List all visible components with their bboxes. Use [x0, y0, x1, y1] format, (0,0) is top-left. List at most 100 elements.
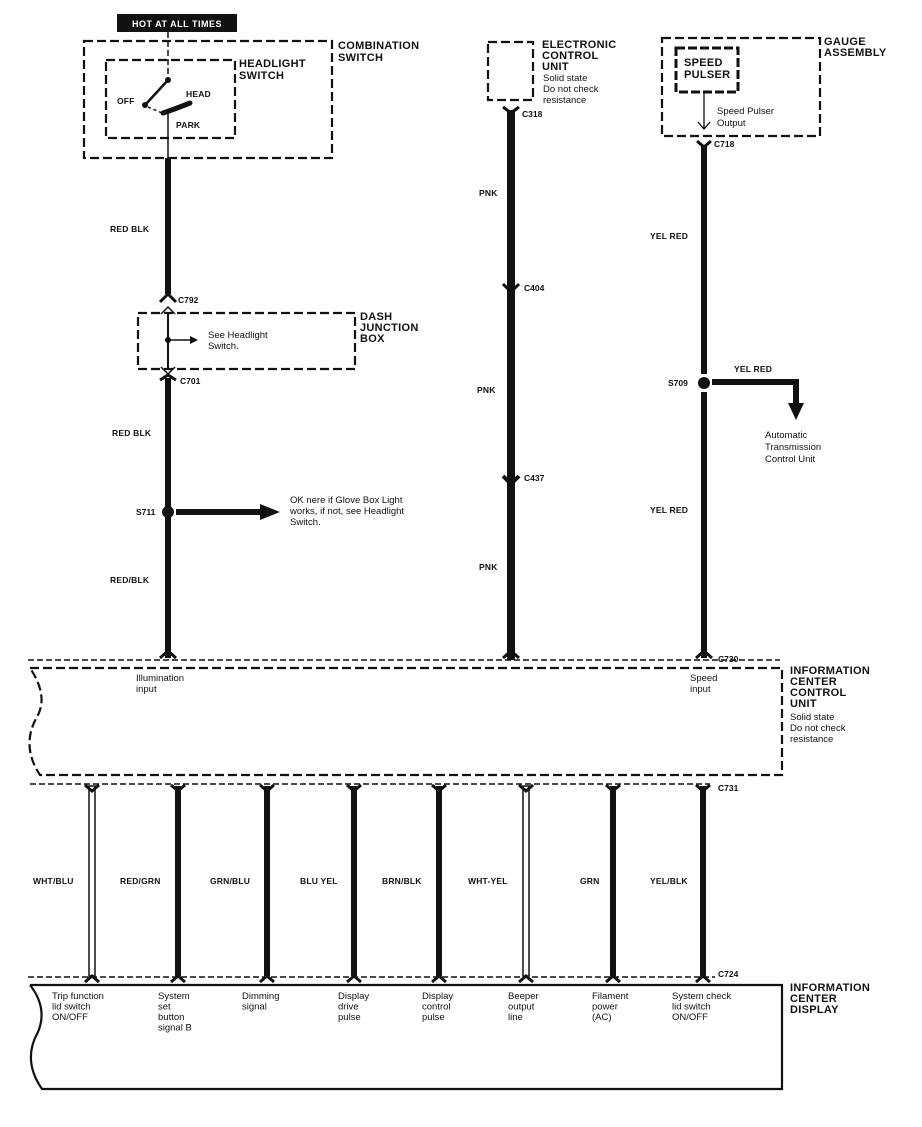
speed-pulser-output: Speed Pulser — [717, 106, 774, 117]
connector-label-c731: C731 — [718, 783, 739, 793]
wire-red-blk — [165, 158, 171, 658]
display-function-label: drive — [338, 1002, 359, 1013]
display-function-label: power — [592, 1002, 618, 1013]
switch-blade — [145, 79, 169, 105]
ecu-note-3: resistance — [543, 95, 586, 106]
connector-label-c318: C318 — [522, 109, 543, 119]
display-function-label: Display — [422, 991, 453, 1002]
display-function-label: Dimming — [242, 991, 279, 1002]
connector-label-c724: C724 — [718, 969, 739, 979]
display-function-label: signal — [242, 1002, 267, 1013]
atcu-label: Automatic — [765, 430, 807, 441]
gauge-assembly: GAUGE ASSEMBLY — [660, 36, 887, 138]
connector-terminal — [518, 783, 534, 793]
s711-note: OK nere if Glove Box Light — [290, 495, 403, 506]
display-function-label: pulse — [338, 1012, 361, 1023]
connector-terminal — [431, 783, 447, 793]
dash-junction-box: DASH JUNCTION BOX See Headlight Switch. — [136, 311, 418, 371]
head-park-contact — [160, 100, 193, 116]
connector-terminal — [259, 783, 275, 793]
dash-junction-note: See Headlight — [208, 330, 268, 341]
dash-junction-note-2: Switch. — [208, 341, 239, 352]
connector-label-c718: C718 — [714, 139, 735, 149]
display-function-label: Filament — [592, 991, 629, 1002]
icd-label-2: CENTER — [790, 993, 837, 1005]
connector-terminal — [518, 974, 534, 984]
display-function-label: pulse — [422, 1012, 445, 1023]
icd-label-3: DISPLAY — [790, 1004, 839, 1016]
wire-body — [610, 786, 616, 976]
automatic-transmission-control-unit: Automatic Transmission Control Unit — [765, 430, 821, 465]
wire-color-label: YEL/BLK — [650, 876, 688, 886]
connector-terminal — [346, 974, 362, 984]
combination-switch-label-2: SWITCH — [338, 52, 383, 64]
ecu-label-3: UNIT — [542, 61, 569, 73]
switch-pos-off: OFF — [117, 96, 135, 106]
atcu-label-3: Control Unit — [765, 454, 816, 465]
speed-input-label: Speed — [690, 673, 717, 684]
wire-label-pnk-1: PNK — [479, 188, 498, 198]
combination-switch-label: COMBINATION — [338, 40, 419, 52]
illumination-input-label: Illumination — [136, 673, 184, 684]
wire-color-label: RED/GRN — [120, 876, 161, 886]
display-function-label: line — [508, 1012, 523, 1023]
wire-pnk — [501, 105, 521, 660]
display-function-label: Trip function — [52, 991, 104, 1002]
display-function-label: button — [158, 1012, 184, 1023]
wire-label-red-blk-1: RED BLK — [110, 224, 150, 234]
connector-label-c792: C792 — [178, 295, 199, 305]
speed-pulser-label: SPEED — [684, 57, 723, 69]
wire-color-label: GRN — [580, 876, 600, 886]
iccu-note: Solid state — [790, 712, 834, 723]
info-center-control-unit: INFORMATION CENTER CONTROL UNIT Solid st… — [28, 649, 870, 785]
icd-label: INFORMATION — [790, 982, 870, 994]
splice-label-s709: S709 — [668, 378, 688, 388]
iccu-note-2: Do not check — [790, 723, 846, 734]
connector-terminal — [605, 974, 621, 984]
connector-terminal — [431, 974, 447, 984]
wire-label-pnk-2: PNK — [477, 385, 496, 395]
dash-junction-box-label: DASH — [360, 311, 392, 323]
ecu-label-2: CONTROL — [542, 50, 598, 62]
speed-pulser-label-2: PULSER — [684, 69, 730, 81]
connector-terminal — [84, 974, 100, 984]
display-function-label: Display — [338, 991, 369, 1002]
display-function-label: System check — [672, 991, 731, 1002]
electronic-control-unit: ELECTRONIC CONTROL UNIT Solid state Do n… — [486, 39, 616, 106]
connector-terminal — [605, 783, 621, 793]
connector-label-c730: C730 — [718, 654, 739, 664]
connector-terminal — [695, 783, 711, 793]
connector-c701: C701 — [159, 366, 201, 386]
power-banner: HOT AT ALL TIMES — [117, 14, 237, 32]
wire-color-label: WHT/BLU — [33, 876, 74, 886]
display-function-label: ON/OFF — [672, 1012, 708, 1023]
display-function-label: System — [158, 991, 190, 1002]
switch-pos-head: HEAD — [186, 89, 211, 99]
gauge-assembly-label: GAUGE — [824, 36, 866, 48]
splice-s711: S711 OK nere if Glove Box Light works, i… — [136, 495, 404, 528]
wire-body — [351, 786, 357, 976]
iccu-note-3: resistance — [790, 734, 833, 745]
wire-label-red-blk-3: RED/BLK — [110, 575, 150, 585]
wire-color-label: BRN/BLK — [382, 876, 422, 886]
wire-color-label: WHT-YEL — [468, 876, 508, 886]
connector-terminal — [170, 783, 186, 793]
wire-body — [700, 786, 706, 976]
connector-terminal — [84, 783, 100, 793]
connector-label-c701: C701 — [180, 376, 201, 386]
wire-label-s709-branch: YEL RED — [734, 364, 772, 374]
ecu-note: Solid state — [543, 73, 587, 84]
connector-terminal — [170, 974, 186, 984]
wire-body — [436, 786, 442, 976]
display-function-label: (AC) — [592, 1012, 612, 1023]
iccu-label-2: CENTER — [790, 676, 837, 688]
display-function-label: ON/OFF — [52, 1012, 88, 1023]
speed-pulser: SPEED PULSER Speed Pulser Output — [674, 46, 774, 130]
